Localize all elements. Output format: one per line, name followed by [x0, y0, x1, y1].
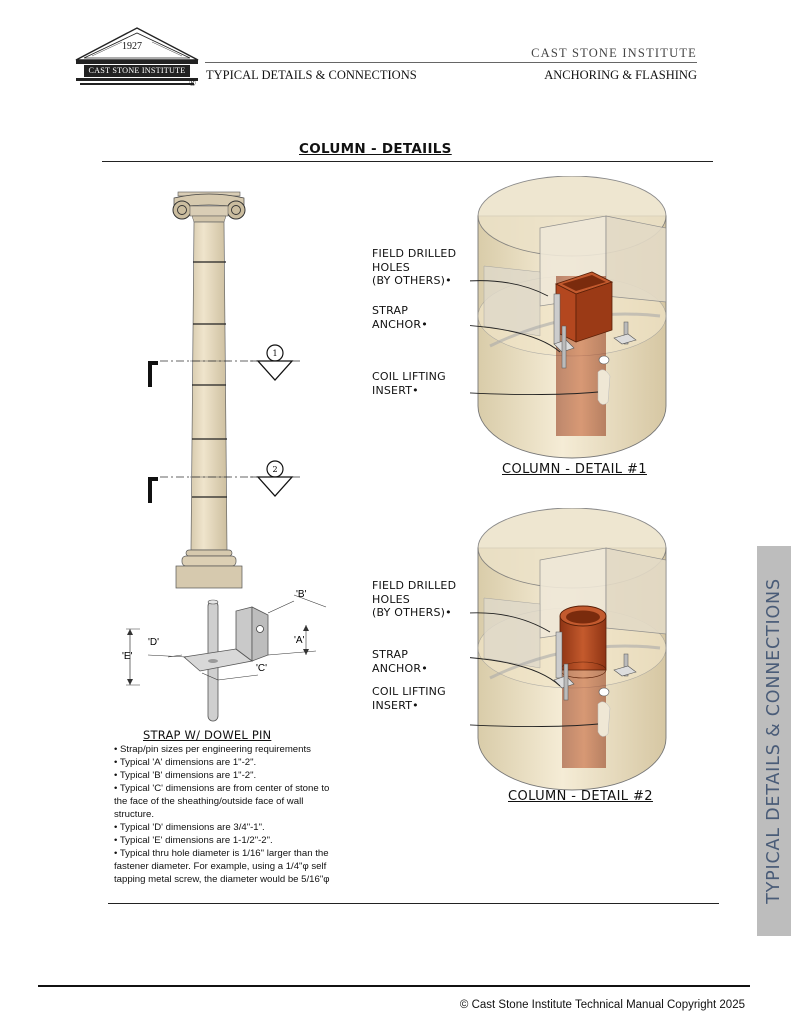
detail-1-label-holes: FIELD DRILLED HOLES (BY OTHERS)•	[372, 247, 457, 287]
strap-note: • Typical thru hole diameter is 1/16" la…	[114, 848, 329, 859]
page-title: COLUMN - DETAIILS	[299, 141, 452, 157]
registered-mark: ®	[189, 78, 196, 88]
strap-note: • Typical 'E' dimensions are 1-1/2"-2".	[114, 835, 273, 846]
header-left-title: TYPICAL DETAILS & CONNECTIONS	[206, 68, 417, 82]
section-1-label: 1	[272, 349, 277, 358]
strap-note: the face of the sheathing/outside face o…	[114, 796, 304, 807]
side-tab	[757, 546, 791, 936]
strap-note: fastener diameter. For example, using a …	[114, 861, 327, 872]
detail-2-label-strap: STRAP ANCHOR•	[372, 648, 428, 675]
detail-2-drawing	[470, 508, 667, 791]
dim-e-label: 'E'	[122, 651, 133, 662]
strap-title: STRAP W/ DOWEL PIN	[143, 728, 272, 742]
detail-2-label-coil: COIL LIFTING INSERT•	[372, 685, 446, 712]
column-elevation: 1 2	[148, 191, 300, 589]
strap-note: • Typical 'C' dimensions are from center…	[114, 783, 330, 794]
strap-note: tapping metal screw, the diameter would …	[114, 874, 330, 885]
side-tab-label: TYPICAL DETAILS & CONNECTIONS	[764, 578, 784, 904]
pediment-icon	[75, 27, 199, 85]
strap-note: structure.	[114, 809, 154, 820]
logo: 1927 CAST STONE INSTITUTE ®	[72, 26, 202, 90]
strap-note: • Typical 'D' dimensions are 3/4"-1".	[114, 822, 265, 833]
detail-1-label-coil: COIL LIFTING INSERT•	[372, 370, 446, 397]
detail-1-title: COLUMN - DETAIL #1	[502, 462, 647, 477]
header-right-title: ANCHORING & FLASHING	[544, 68, 697, 82]
content-bottom-rule	[108, 903, 719, 904]
logo-year: 1927	[122, 41, 142, 52]
dim-a-label: 'A'	[294, 635, 305, 646]
detail-2-label-holes: FIELD DRILLED HOLES (BY OTHERS)•	[372, 579, 457, 619]
header-rule	[205, 62, 697, 63]
strap-note: • Strap/pin sizes per engineering requir…	[114, 744, 311, 755]
strap-dowel-diagram: 'B' 'A' 'D' 'E' 'C'	[122, 589, 327, 722]
dim-c-label: 'C'	[256, 663, 267, 674]
footer-copyright: © Cast Stone Institute Technical Manual …	[459, 999, 745, 1011]
footer-rule	[38, 985, 750, 987]
detail-1-label-strap: STRAP ANCHOR•	[372, 304, 428, 331]
header-org: CAST STONE INSTITUTE	[531, 46, 697, 60]
detail-2-title: COLUMN - DETAIL #2	[508, 789, 653, 804]
dim-b-label: 'B'	[296, 589, 307, 600]
logo-name: CAST STONE INSTITUTE	[88, 66, 186, 75]
dim-d-label: 'D'	[148, 637, 159, 648]
section-2-label: 2	[272, 465, 277, 474]
detail-1-drawing	[470, 176, 667, 459]
title-rule	[102, 161, 713, 162]
strap-notes: • Strap/pin sizes per engineering requir…	[114, 743, 344, 886]
strap-note: • Typical 'B' dimensions are 1"-2".	[114, 770, 257, 781]
strap-note: • Typical 'A' dimensions are 1"-2".	[114, 757, 257, 768]
